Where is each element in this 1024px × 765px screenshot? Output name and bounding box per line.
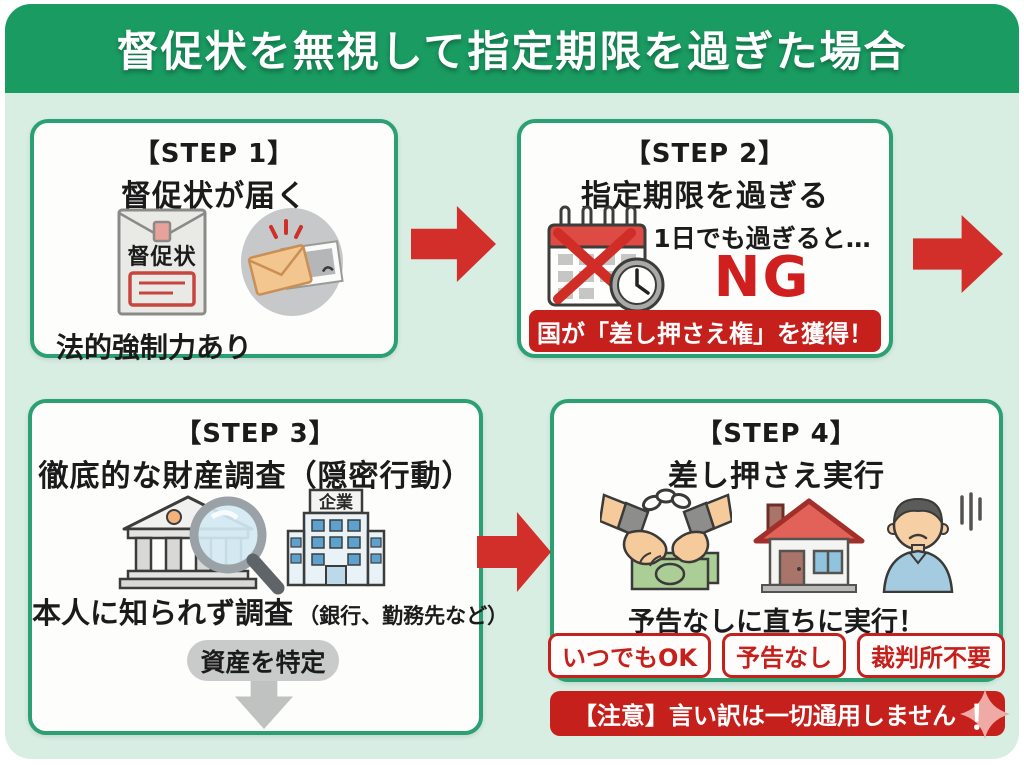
- badge-no-notice: 予告なし: [722, 633, 846, 678]
- step3-label: 【STEP 3】: [175, 419, 336, 449]
- footer-exclamation: ！: [968, 698, 1002, 737]
- worried-person-icon: [876, 489, 986, 594]
- step3-note-detail: （銀行、勤務先など）: [298, 604, 509, 628]
- demand-letter-envelope-icon: 督促状: [116, 207, 208, 317]
- step1-label: 【STEP 1】: [133, 139, 295, 169]
- step1-title: 督促状が届く: [121, 179, 307, 214]
- page-title: 督促状を無視して指定期限を過ぎた場合: [116, 27, 908, 76]
- step2-title: 指定期限を過ぎる: [581, 179, 829, 214]
- envelope-label: 督促状: [127, 245, 197, 270]
- badge-no-court: 裁判所不要: [857, 633, 1005, 678]
- step2-label: 【STEP 2】: [624, 139, 786, 169]
- sparkle-exclamation-icon: ！: [959, 688, 1011, 740]
- handcuffs-money-icon: [598, 483, 734, 599]
- down-arrow-icon: [235, 673, 293, 729]
- bank-magnifier-icon: [116, 489, 286, 597]
- company-building-icon: 企業: [284, 487, 390, 591]
- step2-box: 【STEP 2】 指定期限を過ぎる: [517, 119, 893, 358]
- header-banner: 督促状を無視して指定期限を過ぎた場合: [5, 4, 1019, 93]
- step1-box: 【STEP 1】 督促状が届く 督促状: [30, 119, 398, 364]
- building-sign-label: 企業: [318, 492, 353, 513]
- step4-title: 差し押さえ実行: [668, 459, 885, 494]
- step3-note-main: 本人に知られず調査: [32, 596, 294, 630]
- step3-note: 本人に知られず調査 （銀行、勤務先など）: [32, 590, 508, 632]
- step3-box: 【STEP 3】 徹底的な財産調査（隠密行動） 企業: [28, 399, 508, 735]
- step4-note: 予告なしに直ちに実行！: [628, 607, 925, 638]
- step3-title: 徹底的な財産調査（隠密行動）: [38, 459, 473, 494]
- step3-result-pill: 資産を特定: [187, 640, 339, 681]
- step1-note: 法的強制力あり: [56, 331, 253, 364]
- step2-caption: 1日でも過ぎると…: [653, 224, 871, 253]
- badge-anytime: いつでもOK: [548, 633, 711, 678]
- step4-label: 【STEP 4】: [696, 419, 857, 449]
- footer-warning-text: 【注意】言い訳は一切通用しません: [572, 702, 957, 730]
- house-icon: [752, 495, 866, 594]
- step4-badges-row: いつでもOK 予告なし 裁判所不要: [548, 633, 1005, 678]
- mail-alert-icon: [240, 207, 344, 317]
- step2-seizure-right-banner: 国が「差し押さえ権」を獲得！: [529, 310, 881, 352]
- step4-box: 【STEP 4】 差し押さえ実行: [548, 399, 1005, 682]
- footer-warning-banner: 【注意】言い訳は一切通用しません ！: [550, 689, 1010, 739]
- step2-ng-verdict: NG: [713, 245, 811, 310]
